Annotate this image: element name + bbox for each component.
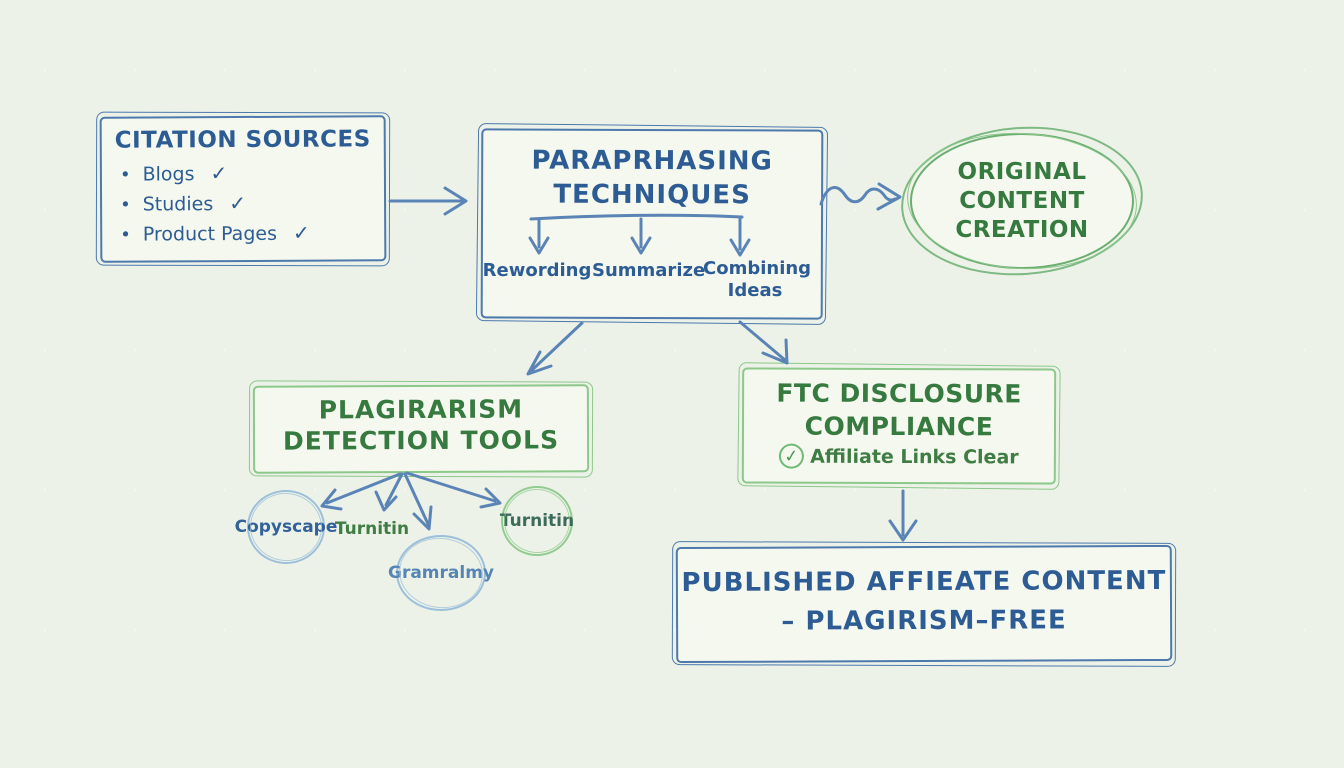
tool-gramralmy-label: Gramralmy: [388, 563, 495, 583]
tool-turnitin-circle-label: Turnitin: [499, 511, 575, 531]
published-content-box: PUBLISHED AFFIEATE CONTENT – PLAGIRISM–F…: [675, 544, 1173, 664]
arrow-wavy-paraphrasing-to-original: [819, 182, 902, 211]
original-content-line2: CONTENT: [959, 187, 1085, 214]
list-item: • Blogs ✓: [120, 158, 384, 189]
checkmark-icon: ✓: [210, 161, 228, 186]
tool-turnitin-circle: Turnitin: [499, 486, 575, 556]
arrow-tools-to-copyscape: [320, 472, 402, 511]
citation-sources-box: CITATION SOURCES • Blogs ✓ • Studies ✓ •…: [99, 115, 387, 263]
citation-sources-list: • Blogs ✓ • Studies ✓ • Product Pages ✓: [102, 158, 384, 249]
list-item-label: Studies: [142, 193, 214, 216]
list-item: • Product Pages ✓: [120, 218, 384, 249]
ftc-check-label: Affiliate Links Clear: [810, 445, 1019, 468]
arrow-citation-to-paraphrasing: [388, 186, 468, 216]
tool-turnitin-label: Turnitin: [334, 519, 410, 539]
checkmark-icon: ✓: [229, 190, 247, 216]
arrow-tools-to-turnitin: [374, 472, 404, 512]
arrow-ftc-to-published: [888, 489, 918, 542]
published-line2: – PLAGIRISM–FREE: [781, 605, 1067, 637]
detection-tools-title-line1: PLAGIRARISM: [318, 394, 524, 425]
bullet-icon: •: [120, 194, 131, 216]
technique-combining-ideas: Combining Ideas: [703, 258, 812, 301]
checkmark-icon: ✓: [292, 220, 310, 245]
paraphrasing-title-line2: TECHNIQUES: [553, 179, 751, 211]
technique-summarize: Summarize: [592, 260, 706, 281]
tool-copyscape-circle: Copyscape: [235, 490, 337, 564]
ftc-check-row: ✓ Affiliate Links Clear: [744, 442, 1054, 470]
original-content-line1: ORIGINAL: [957, 158, 1087, 185]
tool-copyscape-label: Copyscape: [234, 517, 338, 537]
arrow-paraphrasing-to-tools: [526, 321, 584, 376]
check-circle-icon: ✓: [777, 442, 806, 470]
ftc-disclosure-box: FTC DISCLOSURE COMPLIANCE ✓ Affiliate Li…: [741, 367, 1057, 485]
original-content-line3: CREATION: [955, 216, 1089, 243]
ftc-title: FTC DISCLOSURE COMPLIANCE: [744, 376, 1054, 443]
paraphrasing-title: PARAPRHASING TECHNIQUES: [483, 143, 821, 212]
ftc-title-line2: COMPLIANCE: [804, 411, 994, 442]
bullet-icon: •: [120, 224, 131, 246]
plagiarism-detection-tools-box: PLAGIRARISM DETECTION TOOLS: [252, 384, 590, 474]
list-item-label: Blogs: [142, 163, 195, 186]
detection-tools-title: PLAGIRARISM DETECTION TOOLS: [255, 393, 587, 456]
ftc-title-line1: FTC DISCLOSURE: [776, 378, 1022, 409]
arrow-paraphrasing-to-ftc: [738, 320, 789, 365]
published-title: PUBLISHED AFFIEATE CONTENT – PLAGIRISM–F…: [678, 562, 1170, 642]
published-line1: PUBLISHED AFFIEATE CONTENT: [681, 565, 1167, 599]
tool-gramralmy-circle: Gramralmy: [388, 535, 494, 611]
arrow-tools-to-turnitin-circle: [405, 471, 502, 509]
detection-tools-title-line2: DETECTION TOOLS: [282, 425, 560, 456]
original-content-creation-ellipse: ORIGINAL CONTENT CREATION: [910, 133, 1134, 269]
technique-rewording: Rewording: [482, 260, 592, 281]
citation-sources-title: CITATION SOURCES: [114, 126, 371, 154]
list-item-label: Product Pages: [142, 222, 277, 246]
list-item: • Studies ✓: [120, 188, 384, 219]
paraphrasing-title-line1: PARAPRHASING: [531, 145, 773, 177]
bullet-icon: •: [119, 164, 131, 186]
